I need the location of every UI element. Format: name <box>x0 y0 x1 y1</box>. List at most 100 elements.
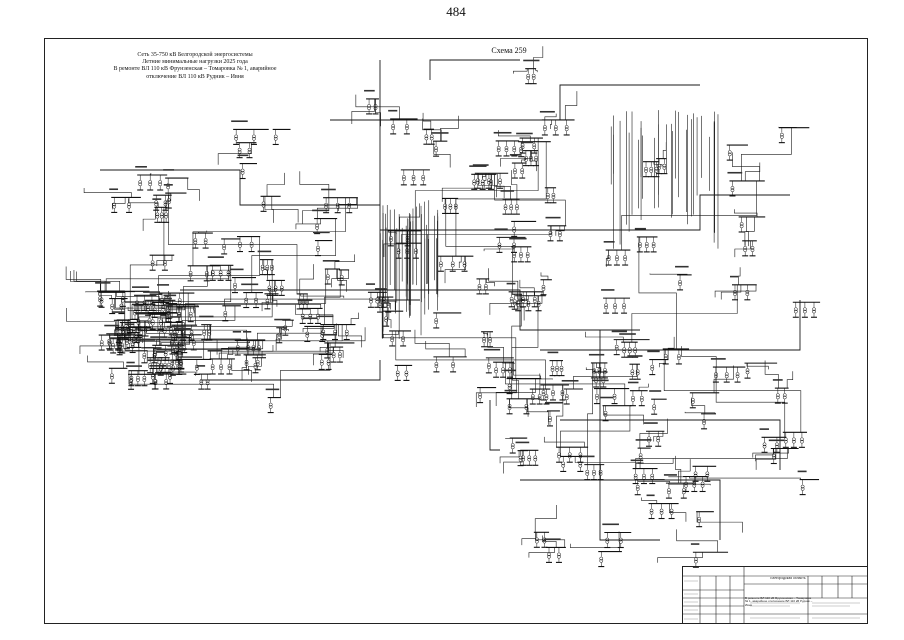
transformer-winding-icon <box>792 437 796 442</box>
transformer-winding-icon <box>613 303 617 307</box>
transformer-winding-icon <box>520 170 525 175</box>
transformer-winding-icon <box>164 381 169 386</box>
transformer-winding-icon <box>633 347 638 352</box>
transformer-winding-icon <box>265 298 270 303</box>
transformer-winding-icon <box>529 158 533 162</box>
transformer-winding-icon <box>300 313 305 318</box>
transformer-winding-icon <box>110 305 115 310</box>
transformer-winding-icon <box>533 455 538 460</box>
transformer-winding-icon <box>534 158 538 162</box>
line-segment <box>744 216 755 246</box>
transformer-winding-icon <box>496 146 501 150</box>
transformer-winding-icon <box>319 361 324 366</box>
transformer-winding-icon <box>536 300 541 305</box>
transformer-winding-icon <box>700 481 705 486</box>
transformer-winding-icon <box>237 150 242 154</box>
transformer-winding-icon <box>177 366 182 371</box>
transformer-winding-icon <box>150 262 155 267</box>
transformer-winding-icon <box>171 367 175 372</box>
transformer-winding-icon <box>526 303 531 307</box>
transformer-winding-icon <box>164 214 168 219</box>
transformer-winding-icon <box>745 370 750 375</box>
transformer-winding-icon <box>227 366 232 371</box>
transformer-winding-icon <box>702 418 706 423</box>
line-segment <box>738 267 741 285</box>
transformer-winding-icon <box>693 473 698 478</box>
transformer-winding-icon <box>488 339 492 343</box>
transformer-winding-icon <box>443 205 447 210</box>
transformer-winding-icon <box>265 264 270 269</box>
node-label-mark <box>509 154 522 156</box>
transformer-winding-icon <box>129 375 134 380</box>
transformer-winding-icon <box>116 332 121 337</box>
transformer-winding-icon <box>541 392 546 397</box>
node-label-mark <box>539 110 555 113</box>
transformer-winding-icon <box>270 264 274 269</box>
transformer-winding-icon <box>724 374 729 379</box>
transformer-winding-icon <box>110 373 114 378</box>
node-label-mark <box>321 188 336 191</box>
node-label-mark <box>469 165 487 167</box>
transformer-winding-icon <box>389 238 393 242</box>
transformer-winding-icon <box>477 284 482 288</box>
transformer-winding-icon <box>129 381 133 386</box>
transformer-winding-icon <box>557 552 561 557</box>
transformer-winding-icon <box>560 392 565 397</box>
node-label-mark <box>312 231 330 234</box>
transformer-winding-icon <box>775 444 779 449</box>
transformer-winding-icon <box>599 559 604 563</box>
transformer-winding-icon <box>244 299 249 304</box>
transformer-winding-icon <box>800 484 805 489</box>
transformer-winding-icon <box>649 169 654 173</box>
transformer-winding-icon <box>234 136 239 141</box>
node-label-mark <box>431 132 449 134</box>
transformer-winding-icon <box>448 205 453 210</box>
transformer-winding-icon <box>189 330 194 334</box>
transformer-winding-icon <box>136 375 140 380</box>
transformer-winding-icon <box>694 557 698 562</box>
transformer-winding-icon <box>136 339 141 344</box>
transformer-winding-icon <box>745 368 750 372</box>
transformer-winding-icon <box>389 235 393 240</box>
transformer-winding-icon <box>498 178 502 183</box>
line-segment <box>678 459 691 484</box>
node-label-mark <box>157 284 170 286</box>
transformer-winding-icon <box>663 356 668 361</box>
transformer-winding-icon <box>604 305 608 310</box>
node-label-mark <box>582 455 595 458</box>
node-label-mark <box>156 348 172 351</box>
transformer-winding-icon <box>160 300 164 305</box>
transformer-winding-icon <box>396 250 401 255</box>
line-segment <box>639 418 668 449</box>
line-segment <box>228 339 256 355</box>
transformer-winding-icon <box>401 338 405 343</box>
transformer-winding-icon <box>532 299 537 303</box>
transformer-winding-icon <box>127 204 131 209</box>
transformer-winding-icon <box>618 537 623 542</box>
line-segment <box>124 337 148 364</box>
transformer-winding-icon <box>150 300 154 305</box>
transformer-winding-icon <box>509 296 514 301</box>
transformer-winding-icon <box>605 537 610 542</box>
transformer-winding-icon <box>188 270 193 275</box>
transformer-winding-icon <box>559 368 564 372</box>
transformer-winding-icon <box>120 329 125 334</box>
transformer-winding-icon <box>559 365 564 370</box>
line-segment <box>755 448 777 470</box>
node-label-mark <box>134 311 148 314</box>
node-label-mark <box>169 316 181 318</box>
transformer-winding-icon <box>227 364 232 368</box>
transformer-winding-icon <box>595 396 599 400</box>
transformer-winding-icon <box>548 418 552 423</box>
node-label-mark <box>591 379 609 382</box>
line-segment <box>129 207 165 323</box>
line-segment <box>483 246 515 252</box>
transformer-winding-icon <box>176 311 181 316</box>
line-segment <box>499 450 520 464</box>
transformer-winding-icon <box>166 198 171 202</box>
transformer-winding-icon <box>516 300 520 305</box>
line-segment <box>300 293 345 299</box>
transformer-winding-icon <box>482 339 486 343</box>
transformer-winding-icon <box>238 243 242 248</box>
transformer-winding-icon <box>326 361 331 366</box>
